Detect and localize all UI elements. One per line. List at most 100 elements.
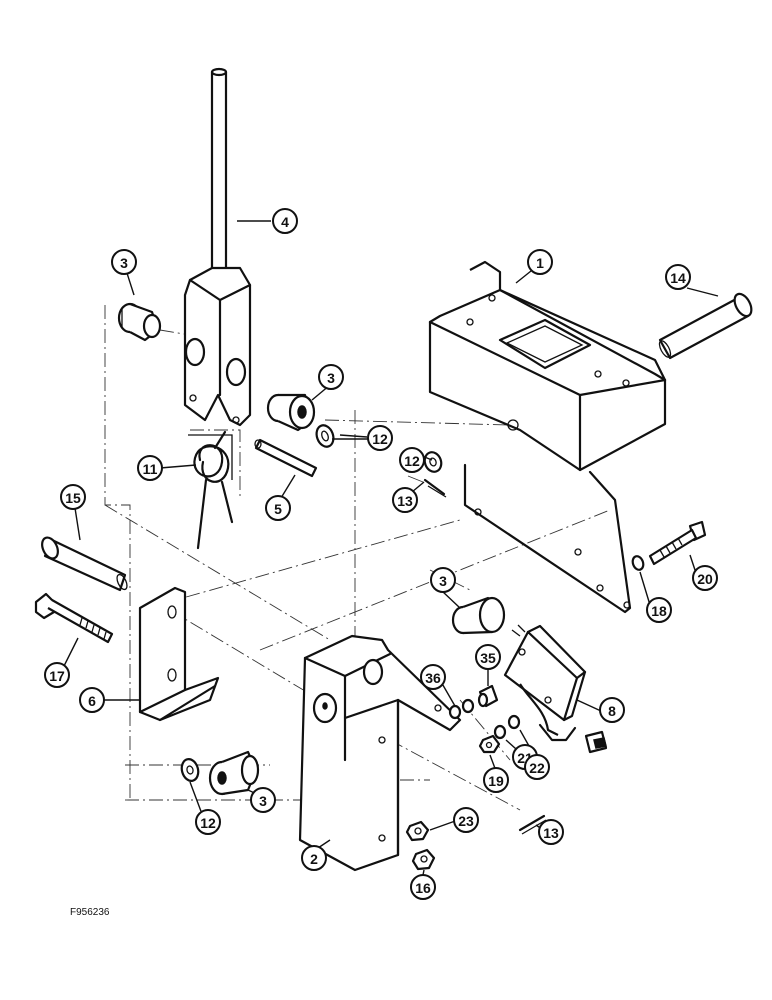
callout-number: 6	[88, 693, 96, 709]
callout-circle	[665, 264, 691, 290]
washer-18	[631, 555, 645, 571]
callout-number: 15	[65, 490, 81, 506]
callout-number: 5	[274, 501, 282, 517]
callout-number: 14	[670, 270, 686, 286]
bolt-20	[648, 520, 707, 566]
washer-12-b	[423, 451, 443, 473]
callout-circle	[399, 447, 425, 473]
callout-circle	[453, 807, 479, 833]
nut-19	[478, 734, 501, 754]
callout-number: 3	[327, 370, 335, 386]
callout-lock-nut: 16	[410, 874, 436, 900]
callout-roll-pin: 5	[265, 495, 291, 521]
callout-number: 12	[372, 431, 388, 447]
callout-washer: 18	[646, 597, 672, 623]
callout-number: 4	[281, 214, 289, 230]
callout-nut: 23	[453, 807, 479, 833]
nut-23	[405, 820, 430, 842]
callout-cotter-pin: 13	[538, 819, 564, 845]
callout-washer: 12	[195, 809, 221, 835]
callout-number: 20	[697, 571, 713, 587]
bushing-upper-center	[266, 393, 316, 432]
callout-number: 19	[488, 773, 504, 789]
torsion-spring	[188, 430, 234, 550]
callout-washer: 12	[367, 425, 393, 451]
callout-circle	[599, 697, 625, 723]
mounting-bracket	[428, 260, 667, 614]
callout-shift-lever: 4	[272, 208, 298, 234]
roll-pin	[254, 438, 318, 478]
callout-circle	[44, 662, 70, 688]
callout-number: 3	[120, 255, 128, 271]
callout-bolt: 20	[692, 565, 718, 591]
cotter-pin-upper	[407, 475, 447, 498]
callout-pivot-pin: 15	[60, 484, 86, 510]
bushing-upper-left	[117, 302, 162, 342]
callout-mounting-bracket: 1	[527, 249, 553, 275]
callout-pivot-pin: 14	[665, 264, 691, 290]
callout-number: 1	[536, 255, 544, 271]
callout-circle	[483, 767, 509, 793]
callout-cotter-pin: 13	[392, 487, 418, 513]
washer-22	[507, 714, 521, 730]
pivot-pin-14	[658, 292, 753, 360]
spacer-35	[477, 684, 499, 708]
washer-12-c	[180, 758, 200, 782]
callout-spacer: 35	[475, 644, 501, 670]
callout-washer: 12	[399, 447, 425, 473]
callout-number: 17	[49, 668, 65, 684]
callout-number: 16	[415, 880, 431, 896]
callout-number: 2	[310, 851, 318, 867]
callout-bushing: 3	[318, 364, 344, 390]
callout-number: 3	[439, 573, 447, 589]
callout-number: 8	[608, 703, 616, 719]
angle-bracket	[138, 586, 220, 722]
callout-angle-bracket: 6	[79, 687, 105, 713]
callout-nut: 19	[483, 767, 509, 793]
bushing-lower-center	[451, 596, 506, 635]
callout-bushing: 3	[430, 567, 456, 593]
callout-circle	[79, 687, 105, 713]
callout-circle	[524, 754, 550, 780]
callout-circle	[420, 664, 446, 690]
callout-circle	[692, 565, 718, 591]
bolt-17	[34, 592, 114, 644]
callout-number: 36	[425, 670, 441, 686]
lock-washer-21	[493, 724, 507, 740]
callout-circle	[367, 425, 393, 451]
callout-circle	[410, 874, 436, 900]
callout-circle	[430, 567, 456, 593]
callout-circle	[111, 249, 137, 275]
washer-12-a	[315, 424, 335, 448]
callout-circle	[272, 208, 298, 234]
callout-circle	[527, 249, 553, 275]
callout-circle	[392, 487, 418, 513]
callout-number: 13	[397, 493, 413, 509]
callout-washer: 36	[420, 664, 446, 690]
callout-circle	[301, 845, 327, 871]
callout-bolt: 17	[44, 662, 70, 688]
washers-36	[448, 698, 475, 720]
callout-number: 35	[480, 650, 496, 666]
shift-lever	[183, 67, 252, 427]
callout-circle	[195, 809, 221, 835]
callout-number: 23	[458, 813, 474, 829]
callout-number: 3	[259, 793, 267, 809]
callout-switch: 8	[599, 697, 625, 723]
callout-torsion-spring: 11	[137, 455, 163, 481]
figure-id: F956236	[70, 907, 110, 918]
callout-circle	[646, 597, 672, 623]
callout-circle	[60, 484, 86, 510]
pivot-pin-15	[41, 536, 128, 592]
callout-number: 22	[529, 760, 545, 776]
callout-wiring-harness: 22	[524, 754, 550, 780]
callout-bushing: 3	[111, 249, 137, 275]
callout-number: 12	[404, 453, 420, 469]
callout-number: 13	[543, 825, 559, 841]
switch	[503, 624, 608, 754]
callout-circle	[137, 455, 163, 481]
lock-nut-16	[411, 848, 436, 871]
cotter-pin-lower	[518, 814, 547, 835]
